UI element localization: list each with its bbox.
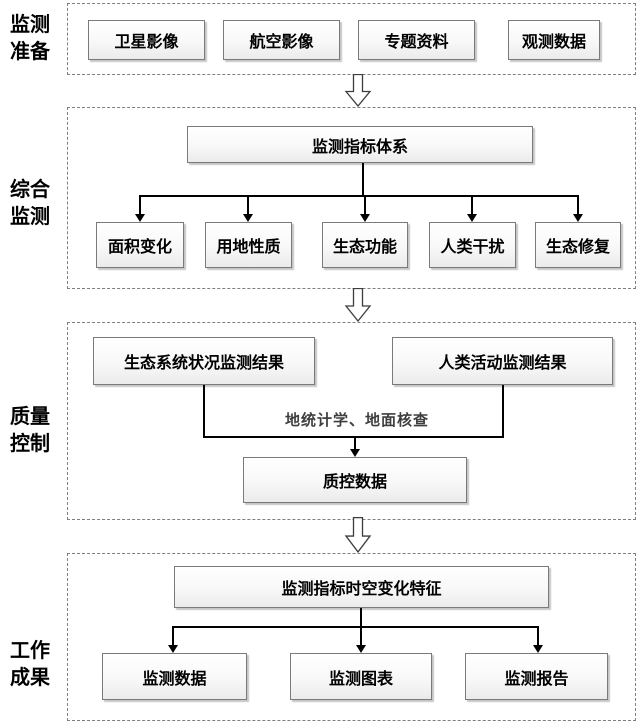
arrowhead-icon bbox=[573, 214, 583, 222]
node-qc-data: 质控数据 bbox=[243, 457, 467, 503]
node-human-activity-results: 人类活动监测结果 bbox=[392, 337, 613, 385]
connector-branch-3 bbox=[364, 195, 366, 215]
connector-result-branch-3 bbox=[537, 626, 539, 646]
connector-branch-5 bbox=[577, 195, 579, 215]
node-human-disturbance: 人类干扰 bbox=[429, 222, 516, 268]
section-results bbox=[67, 553, 636, 721]
annotation-method: 地统计学、地面核查 bbox=[284, 412, 429, 429]
connector-monitoring-stem bbox=[362, 163, 364, 196]
connector-results-bus bbox=[172, 626, 539, 628]
node-indicator-system: 监测指标体系 bbox=[187, 126, 533, 163]
connector-branch-2 bbox=[247, 195, 249, 215]
arrowhead-icon bbox=[467, 214, 477, 222]
arrowhead-icon bbox=[533, 645, 543, 653]
node-land-use-nature: 用地性质 bbox=[205, 222, 292, 268]
node-monitoring-data: 监测数据 bbox=[102, 653, 247, 700]
connector-qc-right bbox=[502, 385, 504, 437]
arrowhead-icon bbox=[168, 645, 178, 653]
node-spatiotemporal-features: 监测指标时空变化特征 bbox=[174, 566, 549, 608]
connector-result-branch-2 bbox=[360, 626, 362, 646]
stage-flow-arrow-icon bbox=[343, 73, 373, 108]
arrowhead-icon bbox=[350, 449, 360, 457]
node-eco-restoration: 生态修复 bbox=[535, 222, 621, 268]
node-area-change: 面积变化 bbox=[96, 222, 184, 268]
node-monitoring-charts: 监测图表 bbox=[290, 653, 432, 700]
node-thematic-data: 专题资料 bbox=[358, 20, 475, 60]
stage-label-monitoring: 综合 监测 bbox=[10, 179, 50, 228]
node-monitoring-report: 监测报告 bbox=[465, 653, 608, 700]
section-quality bbox=[67, 322, 636, 520]
node-aerial-imagery: 航空影像 bbox=[223, 20, 340, 60]
arrowhead-icon bbox=[356, 645, 366, 653]
stage-flow-arrow-icon bbox=[343, 516, 373, 554]
stage-flow-arrow-icon bbox=[343, 287, 373, 323]
connector-qc-merge bbox=[203, 436, 504, 438]
connector-qc-left bbox=[203, 385, 205, 437]
section-monitoring bbox=[67, 107, 636, 289]
node-observation-data: 观测数据 bbox=[508, 20, 600, 60]
arrowhead-icon bbox=[135, 214, 145, 222]
connector-branch-1 bbox=[139, 195, 141, 215]
connector-result-branch-1 bbox=[172, 626, 174, 646]
stage-label-results: 工作 成果 bbox=[10, 640, 50, 689]
arrowhead-icon bbox=[243, 214, 253, 222]
connector-qc-stem bbox=[354, 436, 356, 450]
stage-label-quality: 质量 控制 bbox=[10, 406, 50, 455]
arrowhead-icon bbox=[360, 214, 370, 222]
node-satellite-imagery: 卫星影像 bbox=[88, 20, 205, 60]
connector-monitoring-bus bbox=[139, 195, 579, 197]
connector-branch-4 bbox=[471, 195, 473, 215]
connector-results-stem bbox=[360, 608, 362, 627]
section-preparation bbox=[67, 3, 636, 75]
node-eco-function: 生态功能 bbox=[322, 222, 408, 268]
node-ecosystem-status-results: 生态系统状况监测结果 bbox=[93, 337, 315, 385]
stage-label-preparation: 监测 准备 bbox=[10, 14, 50, 63]
